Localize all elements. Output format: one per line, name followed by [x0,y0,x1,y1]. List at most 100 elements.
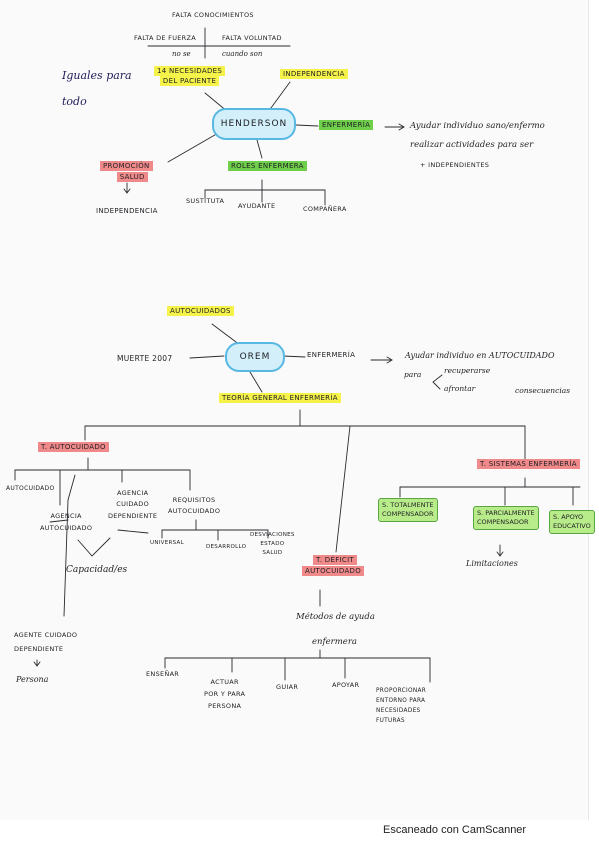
text-req-desviacion-line2: ESTADO [260,540,285,547]
text-necesidades: 14 NECESIDADES [154,66,226,76]
label-m-proporcionar: PROPORCIONAR ENTORNO PARA NECESIDADES FU… [376,686,426,727]
box-s-apoyo: S. APOYO EDUCATIVO [549,510,595,534]
text-goal-line1: Ayudar individuo sano/enfermo [410,121,545,131]
text-independencia-result: INDEPENDENCIA [96,207,158,215]
text-roles: ROLES ENFERMERA [228,161,307,171]
scanner-footer: Escaneado con CamScanner [383,824,527,836]
label-independencia: INDEPENDENCIA [280,69,348,79]
label-falta-voluntad: FALTA VOLUNTAD [222,34,282,42]
line-orem-enfermeria [282,355,306,358]
text-m-actuar-line3: PERSONA [208,702,242,711]
text-m-actuar-line1: ACTUAR [210,678,239,686]
line-independencia-henderson [267,81,291,113]
scanned-page [588,0,589,820]
text-metodos-line2: enfermera [312,637,357,647]
line-requisitos-branches [161,529,269,541]
text-autocuidados: AUTOCUIDADOS [167,306,234,316]
text-agencia-cuidado-line3: DEPENDIENTE [108,511,158,520]
text-persona: Persona [16,675,49,684]
label-falta-conocimientos: FALTA CONOCIMIENTOS [172,11,254,19]
box-s-parcialmente: S. PARCIALMENTE COMPENSADOR [473,506,539,530]
text-agencia-cuidado-line2: CUIDADO [116,500,150,509]
text-deficit-autocuidado: AUTOCUIDADO [302,565,365,576]
text-agente-line2: DEPENDIENTE [14,645,64,654]
text-requisitos-line1: REQUISITOS [172,496,216,504]
node-henderson-cloud: HENDERSON [212,108,296,140]
text-sustituta: SUSTITUTA [186,197,225,205]
line-tauto-branches [14,469,191,506]
line-tsistemas-branches [399,486,574,506]
arrow-enfermeria-goal-orem [370,356,393,364]
line-orem-teoria [249,371,263,393]
text-orem-recuperarse: recuperarse [444,366,491,375]
line-autocuidados-orem [211,323,241,346]
text-agencia-line1: AGENCIA [50,512,82,520]
label-cuando-son: cuando son [222,50,263,58]
label-t-sistemas: T. SISTEMAS ENFERMERÍA [477,459,580,469]
text-s-parcial-line1: S. PARCIALMENTE [477,509,535,517]
text-limitaciones: Limitaciones [466,559,518,568]
line-metodos-branches [164,657,431,683]
text-s-parcial-line2: COMPENSADOR [477,517,529,526]
label-teoria-general: TEORÍA GENERAL ENFERMERÍA [219,393,341,403]
text-agencia-line2: AUTOCUIDADO [40,523,93,532]
text-teoria-general: TEORÍA GENERAL ENFERMERÍA [219,393,341,403]
text-req-universal: UNIVERSAL [150,540,184,546]
arrow-persona [33,659,41,667]
label-todo: todo [62,95,87,108]
text-m-actuar-line2: POR Y PARA [204,690,246,699]
node-orem-cloud: OREM [225,342,285,372]
text-orem-consecuencias: consecuencias [515,386,571,395]
text-m-ensenar: ENSEÑAR [146,670,180,678]
text-m-guiar: GUIAR [276,683,299,691]
text-requisitos-line2: AUTOCUIDADO [168,507,221,516]
text-goal-line2: realizar actividades para ser [410,140,534,150]
text-m-prop-line3: NECESIDADES [376,708,421,715]
text-capacidades: Capacidad/es [66,565,128,575]
line-agente [63,474,76,617]
text-agente-line1: AGENTE CUIDADO [14,631,78,639]
label-agente-cuidado: AGENTE CUIDADO DEPENDIENTE [14,628,77,657]
label-falta-fuerza: FALTA DE FUERZA [134,34,196,42]
text-s-total-line1: S. TOTALMENTE [382,501,434,509]
text-m-apoyar: APOYAR [332,681,360,689]
text-independencia: INDEPENDENCIA [280,69,348,79]
text-s-apoyo-line1: S. APOYO [553,513,584,521]
text-del-paciente: DEL PACIENTE [159,76,220,87]
arrow-limitaciones [496,544,504,557]
label-req-desviacion: DESVIACIONES ESTADO SALUD [250,531,295,557]
text-companera: COMPAÑERA [303,205,347,213]
text-s-apoyo-line2: EDUCATIVO [553,521,591,530]
line-agencia-small [49,519,69,523]
label-requisitos-autocuidado: REQUISITOS AUTOCUIDADO [168,495,220,517]
label-roles-enfermera: ROLES ENFERMERA [228,161,307,171]
label-enfermeria-henderson: ENFERMERÍA [319,120,374,130]
arrow-salud-independencia [123,182,131,194]
label-promocion-salud: PROMOCIÓN SALUD [100,161,153,182]
box-s-totalmente: S. TOTALMENTE COMPENSADOR [378,498,438,522]
text-ayudante: AYUDANTE [238,202,276,210]
line-muerte-orem [189,355,225,359]
text-orem-para: para [404,370,422,379]
text-t-sistemas: T. SISTEMAS ENFERMERÍA [477,459,580,469]
text-enfermeria-henderson: ENFERMERÍA [319,120,374,130]
label-no-se: no se [172,50,191,58]
arrow-enfermeria-goal [384,123,405,131]
line-henderson-promocion [167,131,221,163]
check-capacidades [77,537,111,557]
label-necesidades: 14 NECESIDADES DEL PACIENTE [154,66,226,87]
line-henderson-roles [256,139,263,159]
text-agencia-cuidado-line1: AGENCIA [116,489,149,497]
line-henderson-enfermeria [295,124,319,127]
label-iguales-para: Iguales para [62,69,132,82]
label-t-autocuidado: T. AUTOCUIDADO [38,442,109,452]
text-salud: SALUD [116,171,148,182]
label-agencia-autocuidado: AGENCIA AUTOCUIDADO [40,511,92,534]
label-agencia-cuidado-dependiente: AGENCIA CUIDADO DEPENDIENTE [108,488,157,522]
text-req-desviacion-line1: DESVIACIONES [250,532,295,538]
text-enfermeria-orem: ENFERMERÍA [307,351,356,359]
line-teoria-ends [84,425,526,461]
text-s-total-line2: COMPENSADOR [382,509,434,518]
text-goal-line3: + INDEPENDIENTES [420,161,490,169]
